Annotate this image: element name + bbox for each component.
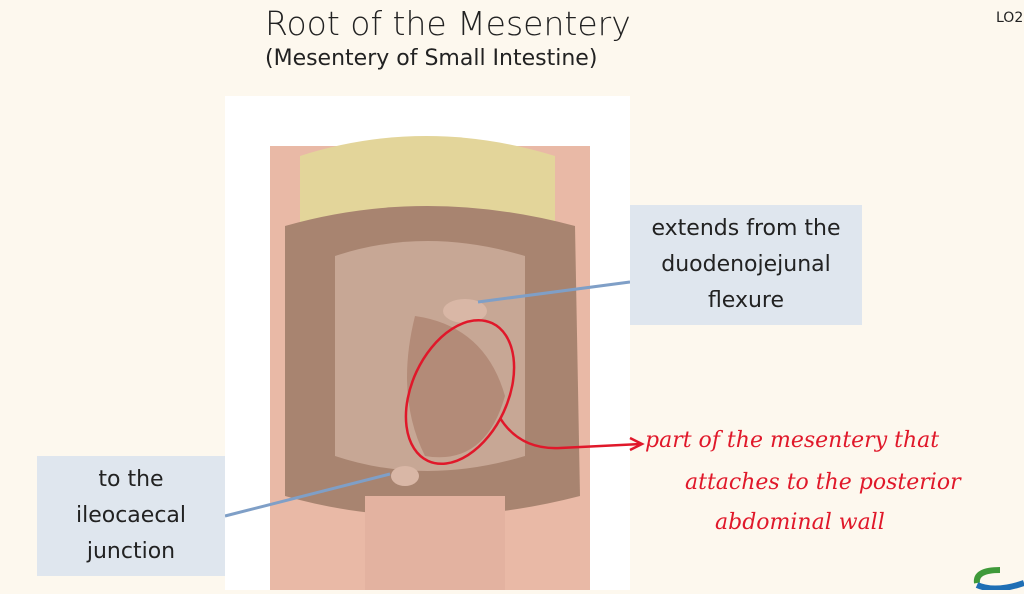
callout-duodenojejunal-flexure: extends from the duodenojejunal flexure: [630, 205, 862, 325]
college-logo: [973, 567, 1024, 590]
callout-line: junction: [86, 539, 176, 564]
handwritten-note-line: attaches to the posterior: [685, 470, 961, 495]
mesentery-root-circle: [404, 318, 516, 466]
annotation-arrow: [498, 417, 641, 450]
callout-line: ileocaecal: [75, 503, 187, 528]
callout-line: duodenojejunal: [661, 252, 831, 277]
callout-line: flexure: [707, 288, 785, 313]
callout-ileocaecal-junction: to the ileocaecal junction: [37, 456, 225, 576]
callout-line: extends from the: [651, 216, 841, 241]
anatomy-illustration: [225, 96, 630, 590]
pointer-line-duodenojejunal: [477, 280, 631, 304]
learning-objective-tag: LO2: [996, 10, 1024, 26]
arrow-head-icon: [629, 436, 645, 452]
slide-title: Root of the Mesentery: [265, 4, 631, 43]
slide-subtitle: (Mesentery of Small Intestine): [265, 46, 598, 71]
callout-line: to the: [98, 467, 164, 492]
handwritten-note-line: part of the mesentery that: [645, 428, 940, 453]
pointer-line-ileocaecal: [224, 472, 391, 518]
handwritten-note-line: abdominal wall: [715, 510, 885, 535]
